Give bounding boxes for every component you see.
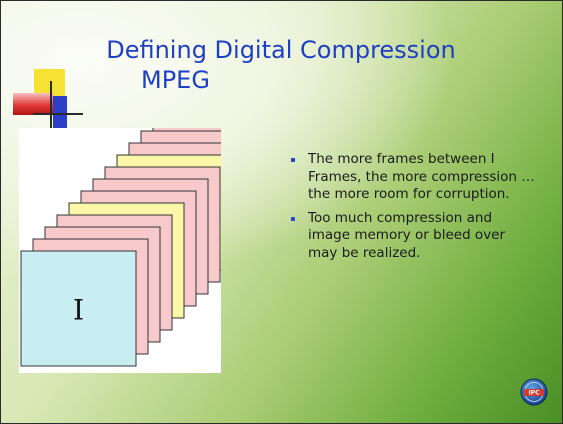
ipc-logo-text: IPC	[528, 390, 540, 397]
decorative-vertical-line	[50, 81, 52, 131]
slide-title-line-2: MPEG	[141, 66, 210, 94]
bullet-list: The more frames between I Frames, the mo…	[291, 151, 536, 268]
slide-title-line-1: Defining Digital Compression	[106, 36, 456, 64]
decorative-horizontal-line	[33, 113, 83, 115]
decorative-blue-block	[53, 96, 67, 128]
decorative-red-block	[13, 93, 53, 115]
bullet-marker-icon	[291, 158, 295, 162]
i-frame-label: I	[73, 294, 84, 327]
bullet-item: The more frames between I Frames, the mo…	[291, 151, 536, 204]
slide-title: Defining Digital Compression MPEG	[31, 35, 531, 95]
bullet-item: Too much compression and image memory or…	[291, 210, 536, 263]
bullet-text: The more frames between I Frames, the mo…	[308, 151, 535, 202]
mpeg-frames-figure: I	[19, 128, 221, 373]
bullet-text: Too much compression and image memory or…	[308, 209, 506, 261]
ipc-logo-icon: IPC	[520, 378, 548, 406]
frame-0-i	[20, 250, 137, 367]
bullet-marker-icon	[291, 216, 295, 221]
frame-sequence-diagram: I	[20, 128, 221, 367]
